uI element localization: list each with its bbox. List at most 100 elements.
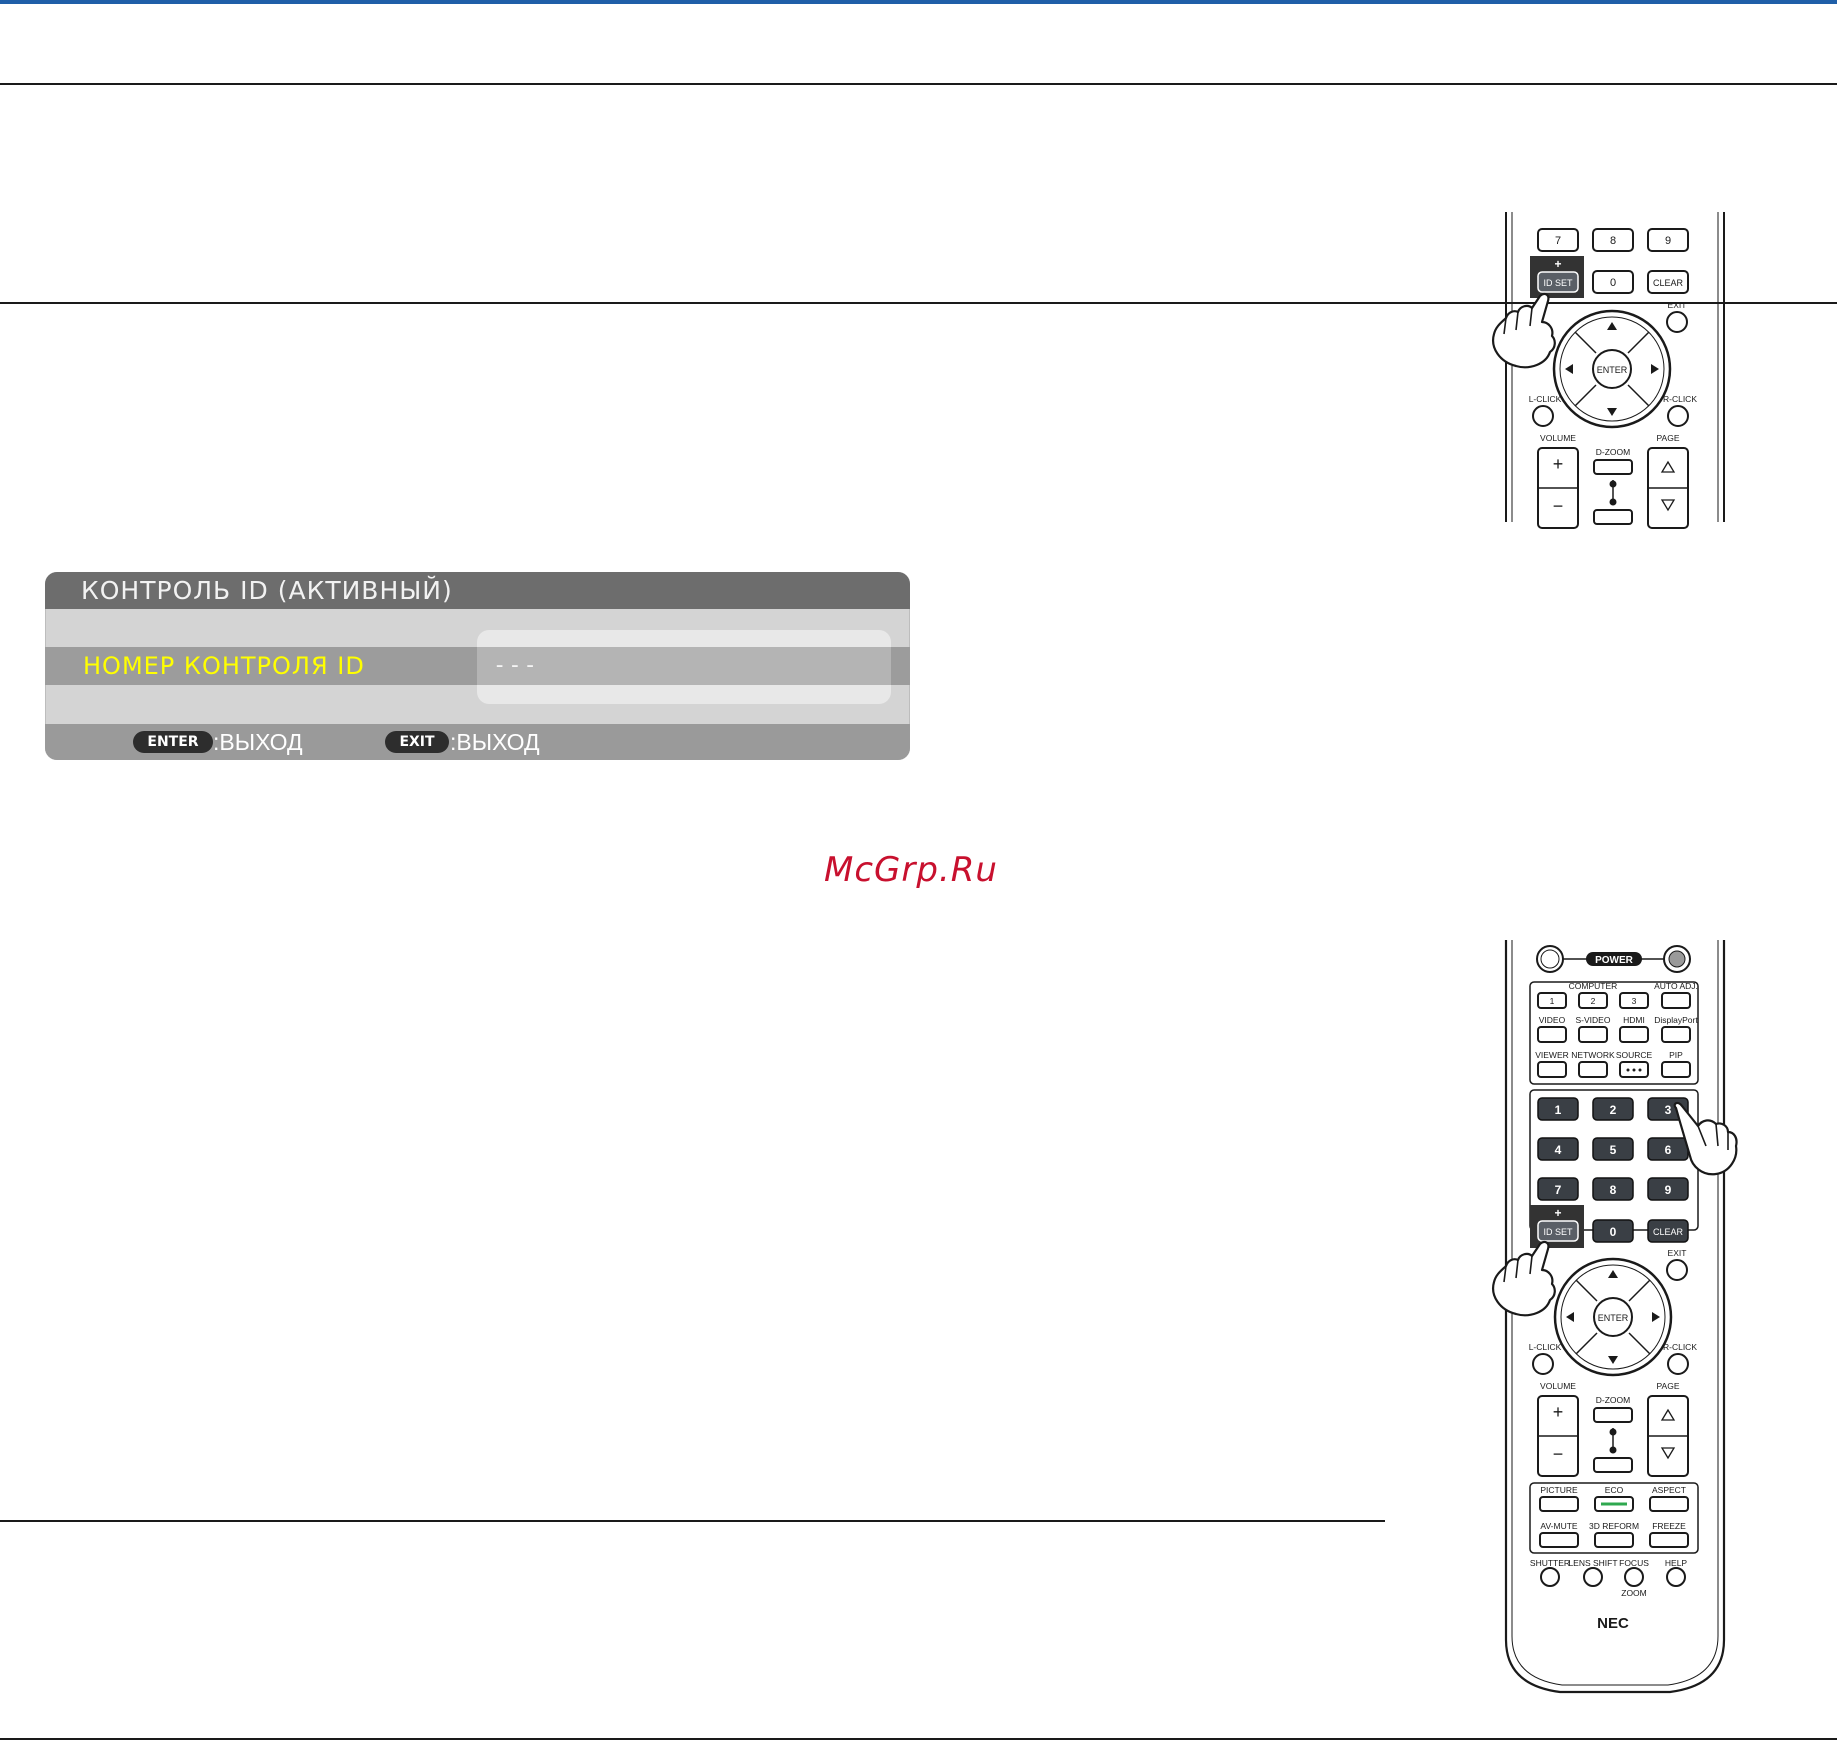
hdmi-button[interactable] — [1619, 1026, 1649, 1043]
key-8[interactable]: 8 — [1592, 228, 1634, 252]
3d-reform-button[interactable] — [1594, 1532, 1634, 1548]
page-rocker[interactable] — [1647, 1395, 1689, 1477]
picture-label: PICTURE — [1540, 1485, 1578, 1495]
focus-label: FOCUS — [1619, 1558, 1649, 1568]
id-set-button[interactable]: ID SET — [1537, 1220, 1579, 1242]
num-key-5[interactable]: 5 — [1592, 1137, 1634, 1161]
control-id-value: --- — [493, 653, 539, 678]
header-rule — [0, 83, 1837, 85]
freeze-button[interactable] — [1649, 1532, 1689, 1548]
svg-text:8: 8 — [1610, 235, 1616, 247]
key-7[interactable]: 7 — [1537, 228, 1579, 252]
shutter-button[interactable] — [1540, 1567, 1560, 1587]
3d-reform-label: 3D REFORM — [1589, 1521, 1639, 1531]
control-id-field[interactable]: --- — [477, 630, 891, 704]
clear-button[interactable]: CLEAR — [1647, 270, 1689, 294]
focus-zoom-button[interactable] — [1624, 1567, 1644, 1587]
volume-label: VOLUME — [1540, 433, 1576, 443]
av-mute-label: AV-MUTE — [1540, 1521, 1577, 1531]
down-arrow-icon — [1607, 408, 1617, 416]
num-key-1[interactable]: 1 — [1537, 1097, 1579, 1121]
volume-rocker[interactable]: + − — [1537, 1395, 1579, 1477]
eco-button[interactable] — [1594, 1496, 1634, 1512]
exit-button[interactable] — [1666, 311, 1688, 333]
svg-text:+: + — [1553, 454, 1564, 474]
d-zoom-out-button[interactable] — [1593, 509, 1633, 525]
s-video-button[interactable] — [1578, 1026, 1608, 1043]
exit-label: EXIT — [1668, 1248, 1687, 1258]
power-label-badge — [1586, 952, 1642, 966]
enter-key-badge: ENTER — [133, 731, 213, 753]
volume-rocker[interactable]: + − — [1537, 447, 1579, 529]
page-rocker[interactable] — [1647, 447, 1689, 529]
picture-buttons-panel — [1529, 1482, 1699, 1554]
num-key-6[interactable]: 6 — [1647, 1137, 1689, 1161]
video-button[interactable] — [1537, 1026, 1567, 1043]
computer-2-button[interactable]: 2 — [1578, 992, 1608, 1009]
right-arrow-icon — [1652, 1312, 1660, 1322]
video-label: VIDEO — [1539, 1015, 1566, 1025]
svg-text:3: 3 — [1632, 996, 1637, 1006]
num-key-0[interactable]: 0 — [1592, 1219, 1634, 1243]
key-0[interactable]: 0 — [1592, 270, 1634, 294]
down-arrow-icon — [1608, 1356, 1618, 1364]
displayport-button[interactable] — [1661, 1026, 1691, 1043]
control-id-label: НОМЕР КОНТРОЛЯ ID — [83, 652, 365, 680]
d-zoom-out-button[interactable] — [1593, 1457, 1633, 1473]
left-arrow-icon — [1566, 1312, 1574, 1322]
page-label: PAGE — [1657, 433, 1680, 443]
lens-shift-button[interactable] — [1583, 1567, 1603, 1587]
d-zoom-in-button[interactable] — [1593, 459, 1633, 475]
viewer-button[interactable] — [1537, 1061, 1567, 1078]
svg-text:CLEAR: CLEAR — [1653, 278, 1684, 288]
pip-button[interactable] — [1661, 1061, 1691, 1078]
freeze-label: FREEZE — [1652, 1521, 1686, 1531]
d-zoom-label: D-ZOOM — [1596, 1395, 1630, 1405]
network-button[interactable] — [1578, 1061, 1608, 1078]
auto-adj-button[interactable] — [1661, 992, 1691, 1009]
r-click-label: R-CLICK — [1663, 394, 1697, 404]
clear-button[interactable]: CLEAR — [1647, 1219, 1689, 1243]
exit-key-badge: EXIT — [385, 731, 449, 753]
num-key-9[interactable]: 9 — [1647, 1177, 1689, 1201]
num-key-4[interactable]: 4 — [1537, 1137, 1579, 1161]
s-video-label: S-VIDEO — [1576, 1015, 1611, 1025]
l-click-label: L-CLICK — [1529, 394, 1562, 404]
svg-text:1: 1 — [1550, 996, 1555, 1006]
l-click-button[interactable] — [1532, 405, 1554, 427]
l-click-button[interactable] — [1532, 1353, 1554, 1375]
svg-text:8: 8 — [1610, 1183, 1617, 1197]
computer-1-button[interactable]: 1 — [1537, 992, 1567, 1009]
svg-text:7: 7 — [1555, 1183, 1562, 1197]
volume-label: VOLUME — [1540, 1381, 1576, 1391]
network-label: NETWORK — [1571, 1050, 1615, 1060]
enter-button[interactable]: ENTER — [1592, 349, 1632, 389]
id-set-plus: + — [1554, 1206, 1561, 1220]
r-click-button[interactable] — [1667, 405, 1689, 427]
r-click-button[interactable] — [1667, 1353, 1689, 1375]
id-set-button[interactable]: ID SET — [1537, 271, 1579, 293]
svg-text:ENTER: ENTER — [1598, 1313, 1629, 1323]
svg-text:2: 2 — [1591, 996, 1596, 1006]
aspect-button[interactable] — [1649, 1496, 1689, 1512]
computer-3-button[interactable]: 3 — [1619, 992, 1649, 1009]
nec-logo: NEC — [1597, 1615, 1629, 1632]
source-button[interactable] — [1619, 1061, 1649, 1078]
picture-button[interactable] — [1539, 1496, 1579, 1512]
enter-button[interactable]: ENTER — [1593, 1297, 1633, 1337]
num-key-2[interactable]: 2 — [1592, 1097, 1634, 1121]
av-mute-button[interactable] — [1539, 1532, 1579, 1548]
svg-text:ID SET: ID SET — [1543, 1227, 1573, 1237]
exit-button[interactable] — [1666, 1259, 1688, 1281]
num-key-7[interactable]: 7 — [1537, 1177, 1579, 1201]
num-key-8[interactable]: 8 — [1592, 1177, 1634, 1201]
power-off-button[interactable] — [1663, 945, 1691, 973]
d-zoom-in-button[interactable] — [1593, 1407, 1633, 1423]
key-9[interactable]: 9 — [1647, 228, 1689, 252]
l-click-label: L-CLICK — [1529, 1342, 1562, 1352]
help-button[interactable] — [1666, 1567, 1686, 1587]
page-down-icon — [1660, 499, 1676, 512]
viewer-label: VIEWER — [1535, 1050, 1569, 1060]
pointing-hand-icon — [1492, 1240, 1556, 1317]
power-on-button[interactable] — [1536, 945, 1564, 973]
